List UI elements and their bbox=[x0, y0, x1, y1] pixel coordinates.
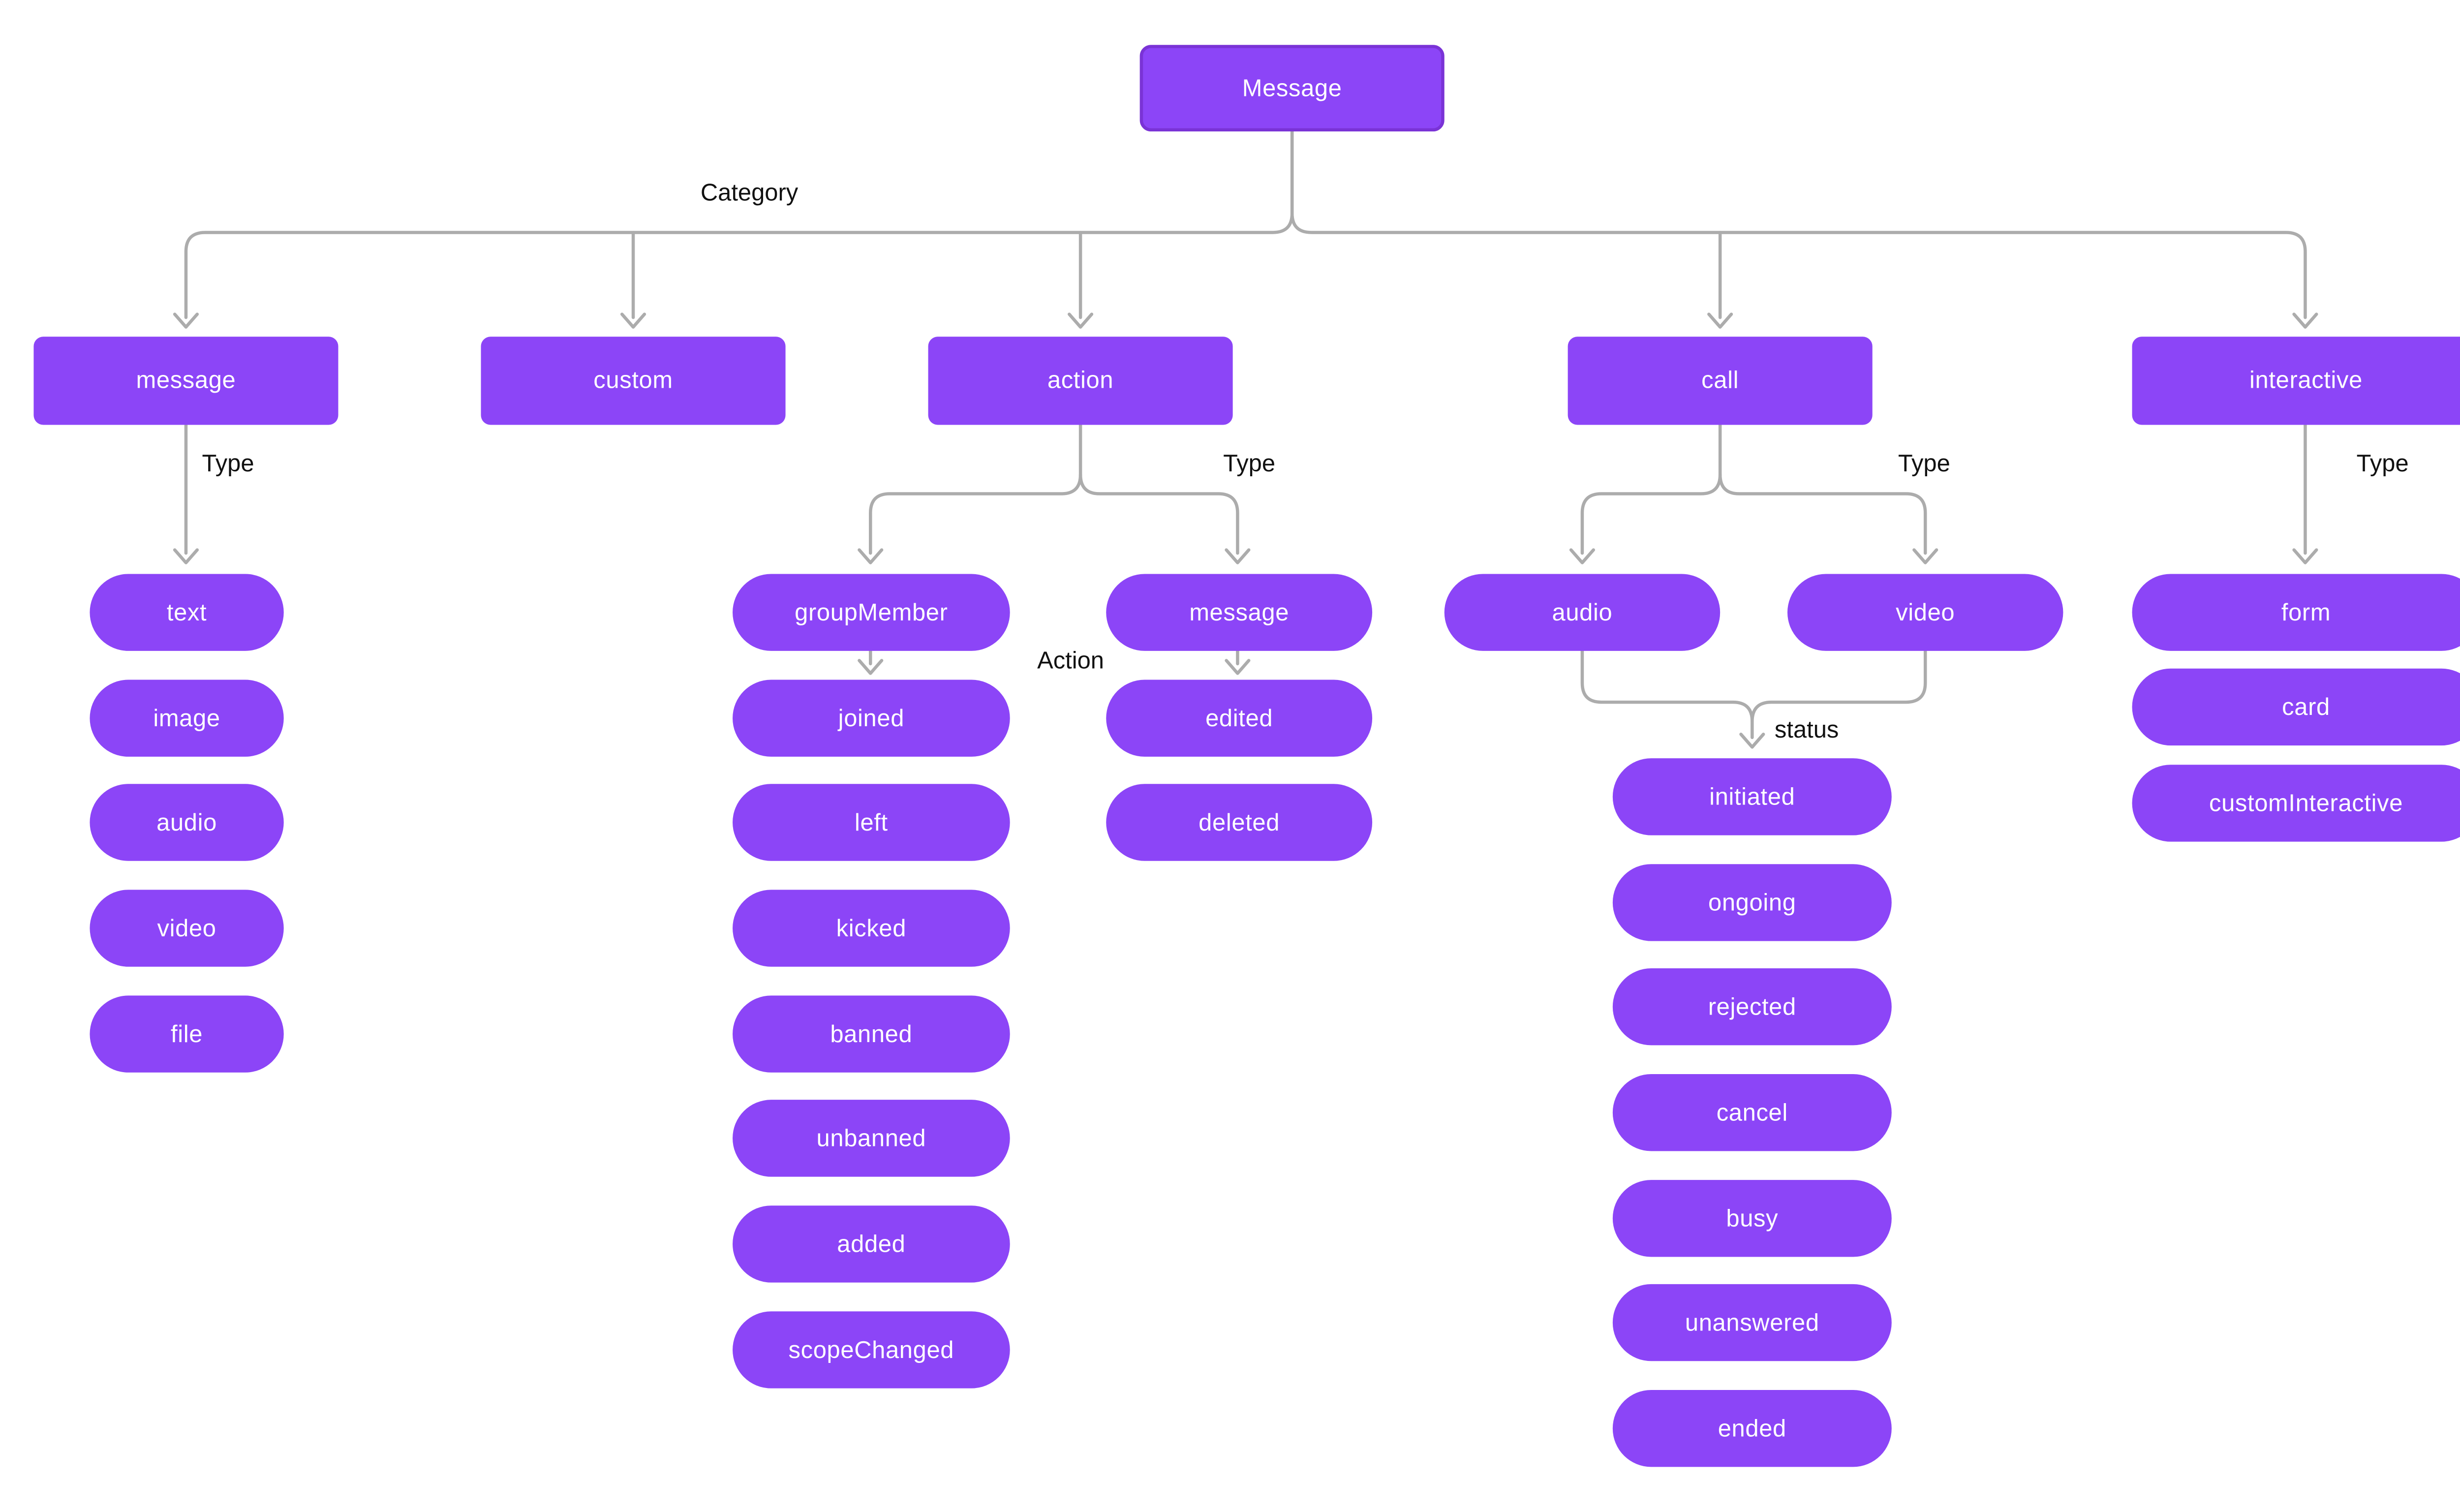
edge-interactive-to-form bbox=[2292, 423, 2318, 564]
node-status-ended: ended bbox=[1612, 1389, 1892, 1467]
node-action-message: message bbox=[1106, 574, 1373, 651]
node-type-file: file bbox=[90, 995, 284, 1073]
node-action-joined: joined bbox=[733, 679, 1010, 757]
edge-label-type-message: Type bbox=[202, 450, 254, 478]
edge-label-category: Category bbox=[700, 179, 799, 207]
node-category-call: call bbox=[1568, 337, 1873, 425]
edge-message-to-edited bbox=[1225, 649, 1251, 675]
edge-root-to-categories bbox=[173, 129, 2318, 329]
node-call-audio: audio bbox=[1444, 574, 1721, 651]
node-status-cancel: cancel bbox=[1612, 1074, 1892, 1151]
edge-message-to-text bbox=[173, 423, 199, 564]
node-action-scopechanged: scopeChanged bbox=[733, 1311, 1010, 1389]
node-interactive-form: form bbox=[2132, 574, 2460, 651]
node-status-busy: busy bbox=[1612, 1180, 1892, 1257]
edge-action-split bbox=[858, 423, 1251, 564]
node-status-rejected: rejected bbox=[1612, 968, 1892, 1046]
node-type-image: image bbox=[90, 679, 284, 757]
node-type-audio: audio bbox=[90, 784, 284, 861]
node-action-kicked: kicked bbox=[733, 890, 1010, 967]
node-type-text: text bbox=[90, 574, 284, 651]
node-interactive-custominteractive: customInteractive bbox=[2132, 765, 2460, 842]
node-interactive-card: card bbox=[2132, 668, 2460, 746]
node-action-unbanned: unbanned bbox=[733, 1100, 1010, 1177]
node-call-video: video bbox=[1787, 574, 2063, 651]
node-action-deleted: deleted bbox=[1106, 784, 1373, 861]
edge-label-type-call: Type bbox=[1898, 450, 1950, 478]
node-category-message: message bbox=[33, 337, 338, 425]
node-action-left: left bbox=[733, 784, 1010, 861]
edge-call-split bbox=[1569, 423, 1938, 564]
node-category-action: action bbox=[928, 337, 1233, 425]
edge-label-type-action: Type bbox=[1223, 450, 1276, 478]
node-status-ongoing: ongoing bbox=[1612, 864, 1892, 941]
node-status-unanswered: unanswered bbox=[1612, 1284, 1892, 1361]
node-message-root: Message bbox=[1139, 45, 1445, 132]
edge-label-status: status bbox=[1774, 716, 1839, 744]
node-status-initiated: initiated bbox=[1612, 758, 1892, 835]
node-action-banned: banned bbox=[733, 995, 1010, 1073]
node-type-video: video bbox=[90, 890, 284, 967]
node-action-groupmember: groupMember bbox=[733, 574, 1010, 651]
node-action-edited: edited bbox=[1106, 679, 1373, 757]
node-category-interactive: interactive bbox=[2132, 337, 2460, 425]
node-category-custom: custom bbox=[481, 337, 786, 425]
edge-label-type-interactive: Type bbox=[2356, 450, 2409, 478]
edge-groupmember-to-joined bbox=[858, 649, 884, 675]
node-action-added: added bbox=[733, 1205, 1010, 1283]
edge-label-action: Action bbox=[1037, 648, 1104, 675]
edge-call-types-merge-to-status bbox=[1580, 649, 1927, 749]
